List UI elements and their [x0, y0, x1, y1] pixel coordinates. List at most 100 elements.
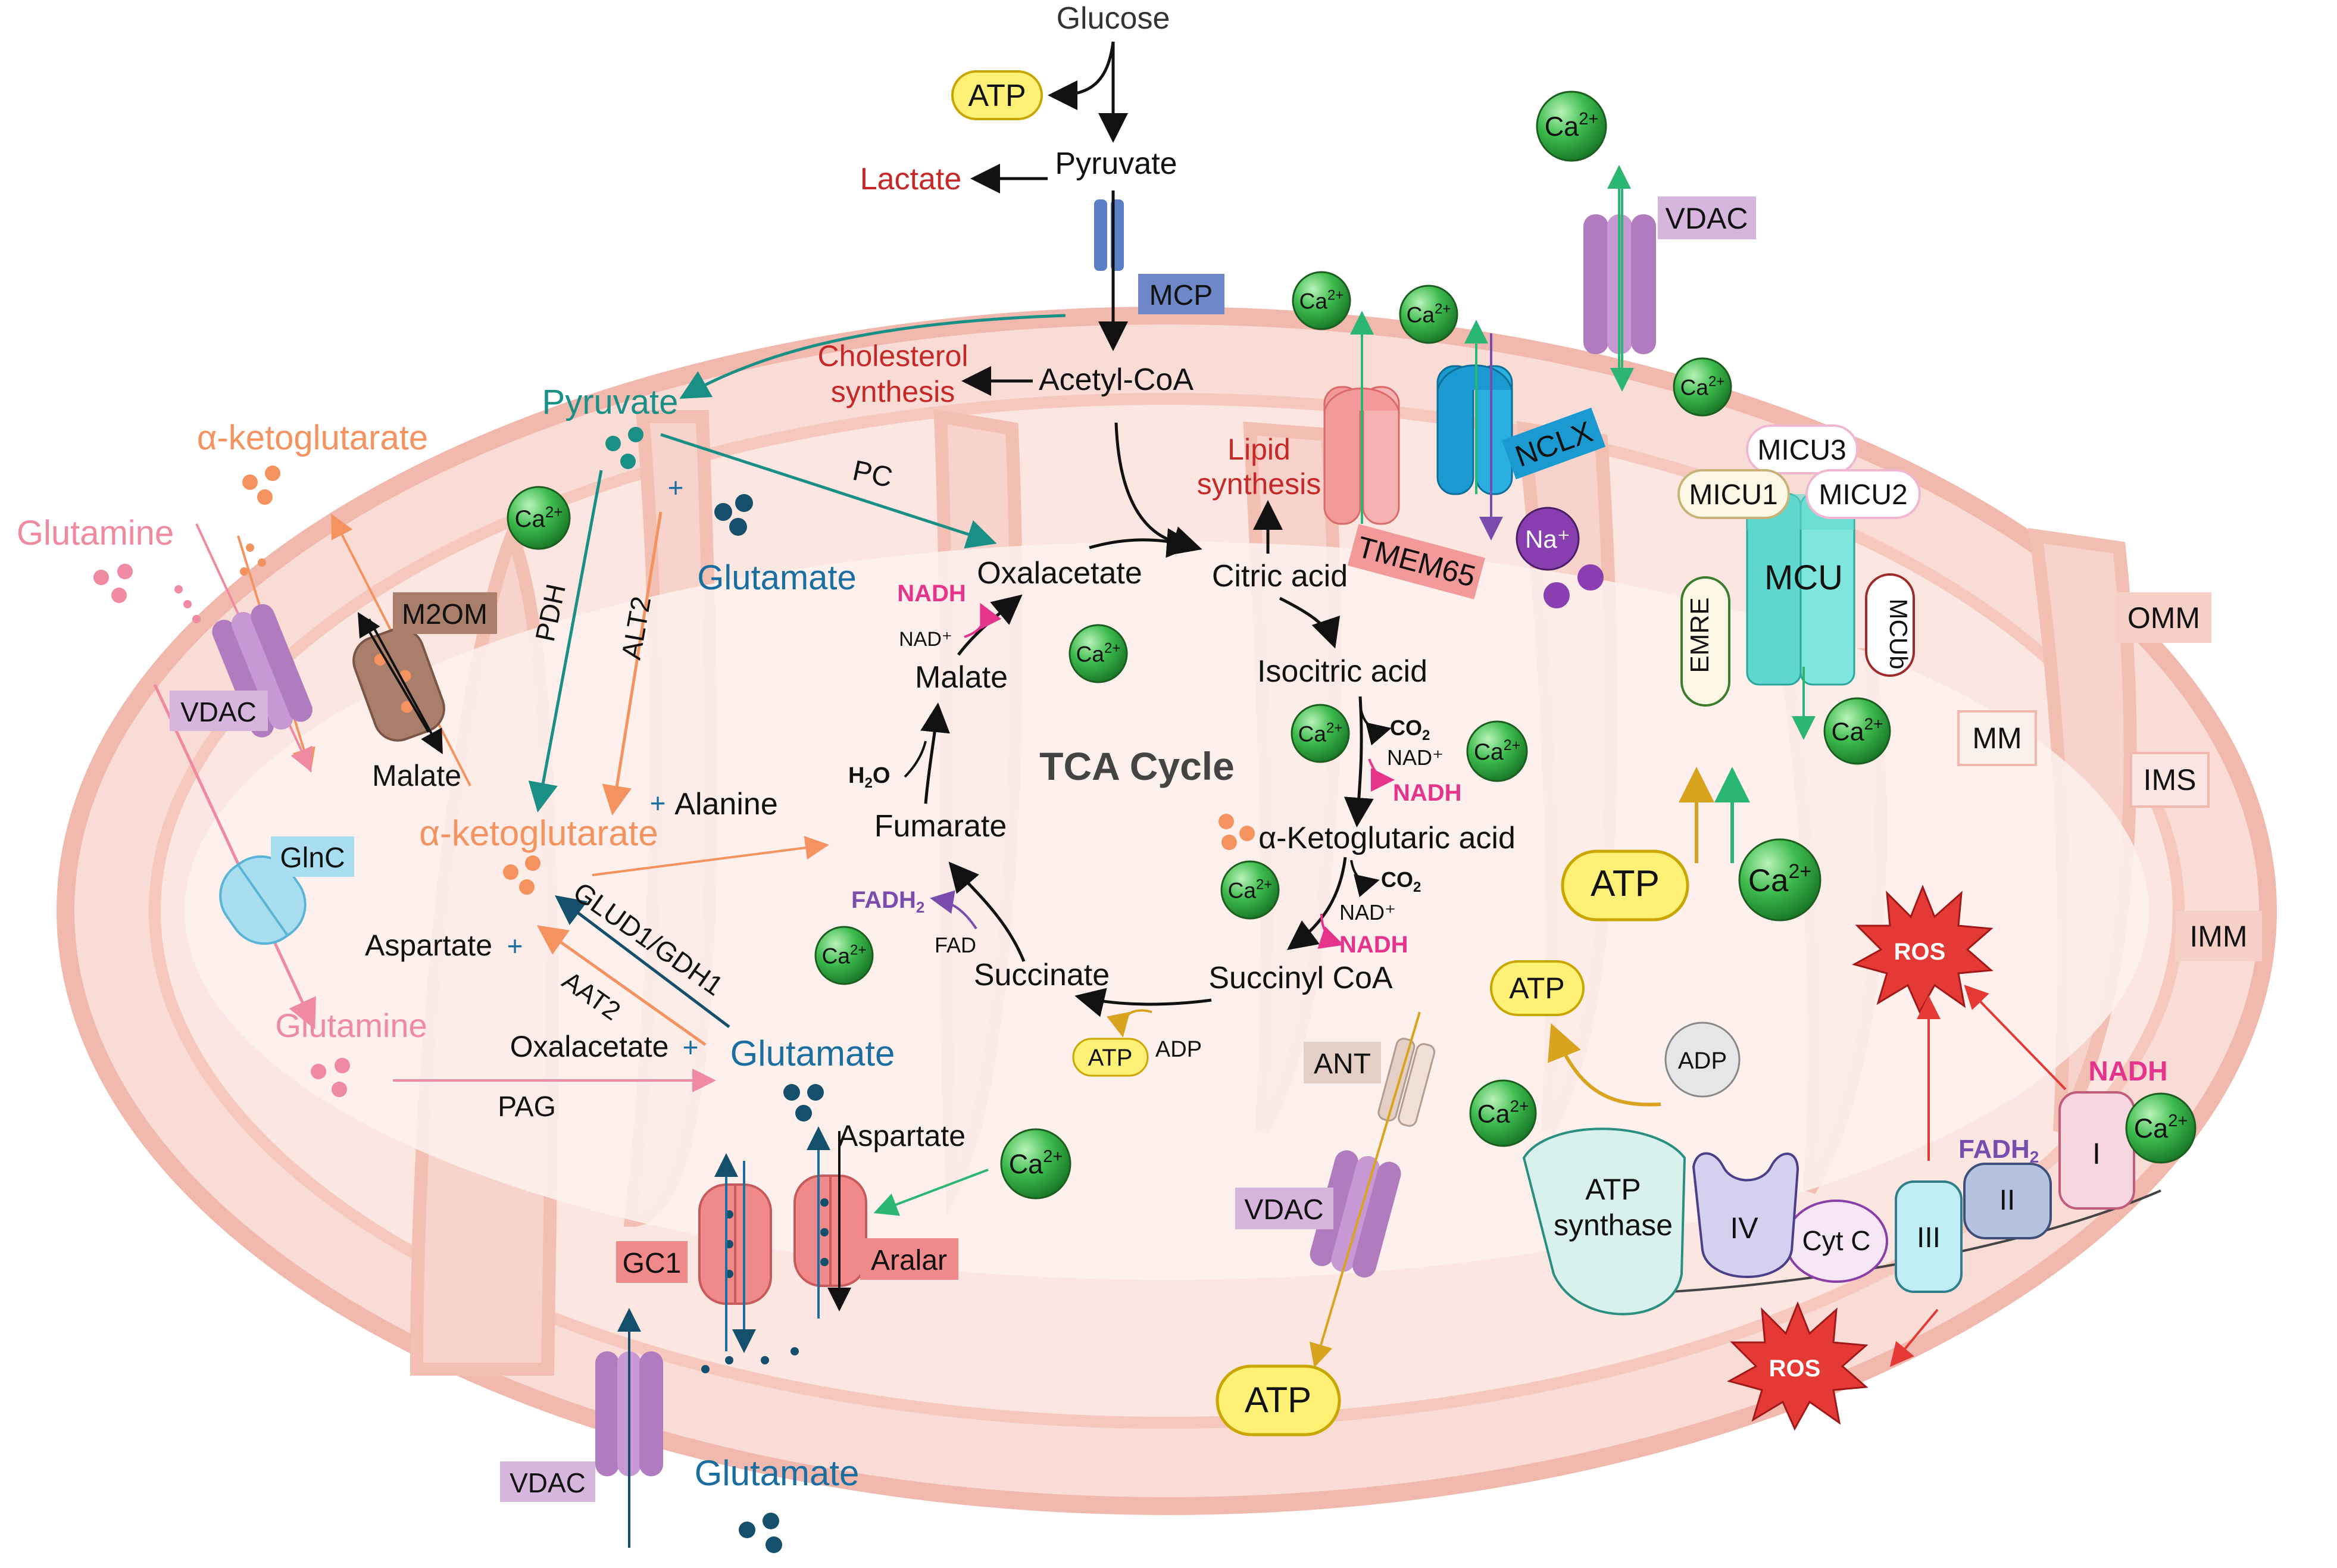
svg-text:GC1: GC1 — [623, 1248, 682, 1279]
glutamate-tiny-dots — [701, 1347, 799, 1373]
alanine-label: Alanine — [674, 787, 777, 822]
akg-acid-dots — [1219, 814, 1255, 850]
cholesterol-label-2: synthesis — [831, 375, 955, 408]
adp-tca-label: ADP — [1155, 1037, 1202, 1062]
cyt-c: Cyt C — [1785, 1200, 1888, 1283]
svg-text:MICU3: MICU3 — [1757, 435, 1846, 466]
aspartate-lower-label: Aspartate — [838, 1119, 966, 1152]
nadh-2-label: NADH — [1339, 932, 1408, 958]
glucose-to-atp-arrow — [1048, 41, 1115, 110]
svg-text:GlnC: GlnC — [280, 842, 345, 874]
svg-text:ANT: ANT — [1314, 1048, 1371, 1080]
ca-ion: Ca2+ — [1220, 860, 1280, 920]
acetyl-coa-label: Acetyl-CoA — [1039, 363, 1194, 397]
micu1: MICU1 — [1677, 469, 1790, 519]
svg-text:Ca2+: Ca2+ — [515, 503, 563, 532]
nadh-tca-label: NADH — [897, 580, 966, 607]
alt2-arrow — [602, 511, 663, 816]
plus-oxalacetate: + — [683, 1032, 699, 1063]
svg-text:ATP: ATP — [968, 79, 1026, 113]
aralar-label: Aralar — [860, 1238, 958, 1280]
plus-pyruvate: + — [668, 472, 684, 503]
atp-badge-large: ATP — [1561, 849, 1689, 922]
ca-ion: Ca2+ — [814, 926, 874, 985]
glutamate-bottom-dots — [739, 1513, 782, 1553]
svg-text:MICU1: MICU1 — [1689, 479, 1777, 511]
glud-arrow — [555, 895, 730, 1028]
akg-to-fumarate-arrow — [592, 836, 829, 876]
fadh2-etc-label: FADH2 — [1958, 1135, 2039, 1166]
glutamate-lower-label: Glutamate — [730, 1033, 895, 1073]
glutamine-outer-label: Glutamine — [17, 514, 174, 552]
aat2-arrow — [536, 925, 707, 1047]
svg-text:Ca2+: Ca2+ — [1680, 373, 1725, 399]
svg-text:Ca2+: Ca2+ — [1299, 287, 1344, 313]
pyruvate-matrix-label: Pyruvate — [542, 383, 679, 421]
atp-badge-tca: ATP — [1072, 1038, 1149, 1077]
svg-text:ATP: ATP — [1088, 1045, 1133, 1071]
ca-ion: Ca2+ — [1738, 838, 1822, 922]
co2-2-arrow — [1350, 860, 1380, 898]
plus-alanine: + — [650, 788, 666, 819]
complex-iii: III — [1895, 1180, 1963, 1293]
malate-m2om-arrow-2 — [357, 612, 430, 733]
lipid-label-2: synthesis — [1197, 467, 1321, 501]
atp-badge-synthase: ATP — [1490, 960, 1585, 1016]
svg-text:ATP: ATP — [1585, 1173, 1641, 1206]
ant-label: ANT — [1304, 1042, 1381, 1083]
succinyl-to-succinate-arrow — [1074, 988, 1212, 1017]
oxalacetate-label: Oxalacetate — [977, 556, 1142, 591]
ca-ion: Ca2+ — [1399, 285, 1458, 344]
svg-text:ADP: ADP — [1678, 1048, 1727, 1074]
svg-text:Ca2+: Ca2+ — [1748, 860, 1812, 898]
svg-text:I: I — [2092, 1137, 2101, 1170]
citric-acid-label: Citric acid — [1212, 559, 1348, 594]
svg-text:Ca2+: Ca2+ — [1477, 1097, 1529, 1128]
nadh-1-label: NADH — [1393, 780, 1462, 806]
succinyl-label: Succinyl CoA — [1208, 961, 1393, 995]
pyruvate-teal-arrow — [679, 314, 1066, 399]
glutamine-outer-dots — [93, 564, 201, 623]
tca-cycle-title: TCA Cycle — [1039, 744, 1235, 788]
svg-text:Aralar: Aralar — [871, 1245, 947, 1276]
co2-1-label: CO2 — [1390, 716, 1430, 744]
svg-text:MCP: MCP — [1149, 280, 1213, 311]
svg-text:ATP: ATP — [1509, 972, 1565, 1005]
ims-label: IMS — [2130, 752, 2210, 808]
svg-text:VDAC: VDAC — [510, 1467, 586, 1498]
gc1-label: GC1 — [616, 1241, 688, 1283]
m2om-label: M2OM — [393, 592, 497, 634]
svg-text:Cyt C: Cyt C — [1802, 1225, 1871, 1256]
glnc-transporter — [219, 855, 307, 945]
tmem65-transporter — [1323, 386, 1400, 525]
svg-text:ROS: ROS — [1769, 1355, 1821, 1382]
akg-acid-label: α-Ketoglutaric acid — [1258, 821, 1516, 855]
malate-left-label: Malate — [372, 759, 461, 792]
m2om-transporter — [352, 627, 445, 742]
matrix — [185, 542, 2149, 1280]
svg-text:VDAC: VDAC — [1666, 202, 1748, 235]
svg-text:Na⁺: Na⁺ — [1525, 525, 1570, 553]
svg-text:VDAC: VDAC — [1244, 1194, 1323, 1226]
ros-burst-lower: ROS — [1727, 1301, 1869, 1431]
glutamate-dots-top — [714, 494, 753, 536]
plus-aspartate: + — [507, 930, 523, 961]
ca-ion: Ca2+ — [1292, 271, 1351, 330]
succinate-to-fumarate-arrow — [948, 861, 1026, 962]
glutamine-import-arrow-2 — [153, 683, 316, 1030]
imm-label: IMM — [2176, 911, 2262, 961]
nad-2-label: NAD⁺ — [1339, 900, 1396, 924]
glutamine-matrix-label: Glutamine — [275, 1007, 427, 1044]
svg-text:ATP: ATP — [1245, 1380, 1311, 1420]
svg-text:IV: IV — [1730, 1211, 1758, 1245]
svg-text:Ca2+: Ca2+ — [1009, 1147, 1063, 1179]
vdac-bottom-label: VDAC — [500, 1461, 595, 1502]
adp-synthase: ADP — [1664, 1022, 1741, 1098]
malate-tca-label: Malate — [915, 660, 1008, 695]
glutamate-matrix-label: Glutamate — [697, 558, 857, 597]
mcub: MCUb — [1865, 573, 1915, 677]
pyruvate-top-label: Pyruvate — [1055, 146, 1177, 181]
nad-1-label: NAD⁺ — [1387, 745, 1444, 770]
malate-m2om-arrow — [368, 619, 443, 755]
